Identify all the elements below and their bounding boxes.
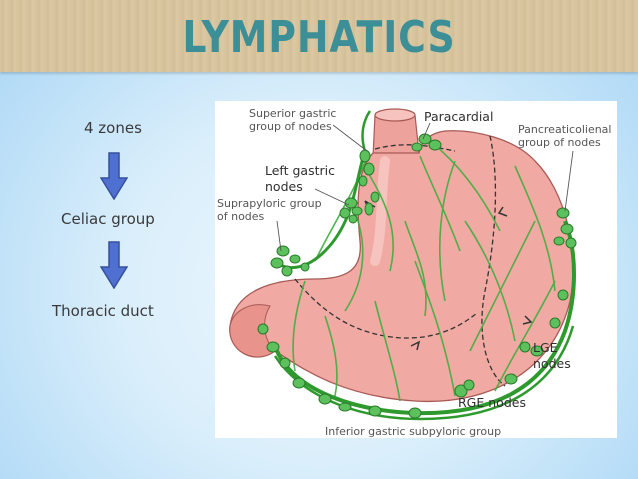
- title-banner: [0, 0, 638, 72]
- slide-title: LYMPHATICS: [182, 12, 456, 63]
- label-inferior-gastric: Inferior gastric subpyloric group: [325, 425, 502, 438]
- label-superior-gastric: Superior gastric group of nodes: [249, 107, 337, 133]
- label-suprapyloric: Suprapyloric group of nodes: [217, 197, 322, 223]
- stomach-illustration: [229, 108, 577, 421]
- label-rge-nodes: RGE nodes: [458, 395, 526, 410]
- down-arrow-icon: [100, 152, 128, 200]
- label-lge-nodes: LGE nodes: [533, 340, 571, 371]
- label-left-gastric: Left gastric nodes: [265, 163, 335, 194]
- label-paracardial: Paracardial: [424, 109, 494, 124]
- label-pancreaticolienal: Pancreaticolienal group of nodes: [518, 123, 612, 149]
- down-arrow-icon: [100, 241, 128, 289]
- flow-step-thoracic: Thoracic duct: [52, 302, 154, 320]
- stomach-lymphatics-figure: Superior gastric group of nodes Paracard…: [215, 101, 617, 438]
- flow-step-zones: 4 zones: [84, 119, 142, 137]
- flow-step-celiac: Celiac group: [61, 210, 155, 228]
